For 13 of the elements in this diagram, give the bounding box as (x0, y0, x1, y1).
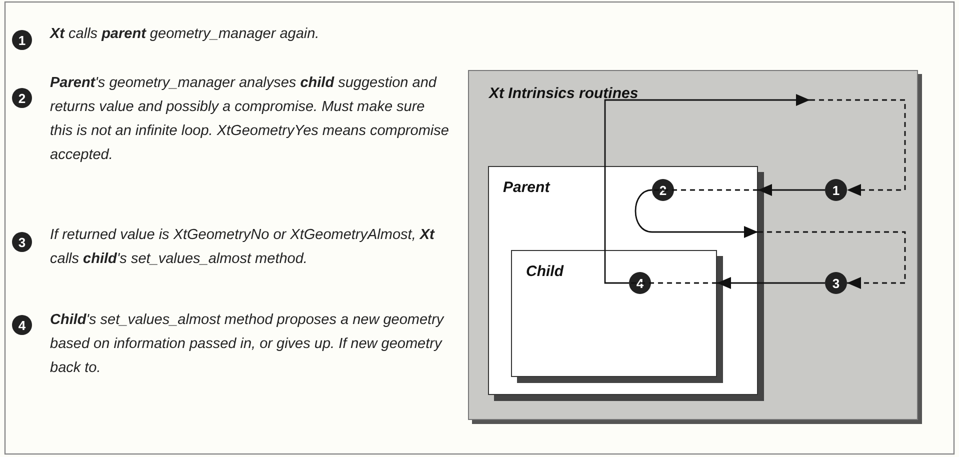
step-number: 3 (12, 232, 32, 252)
box-title: Parent (503, 179, 550, 196)
step-description: Child's set_values_almost method proposes a new geometry based on information passed in, or gives up. If new geometry back to. (50, 311, 446, 378)
box-title: Xt Intrinsics routines (489, 85, 638, 102)
step-number: 3 (825, 272, 847, 294)
step-number: 2 (12, 88, 32, 108)
step-description: Parent's geometry_manager analyses child suggestion and returns value and possibly a compromise. Must make sure this is not an infinite loop. XtGeometryYes means compromise accepted. (50, 74, 450, 165)
step-number: 1 (825, 179, 847, 201)
step-number: 1 (12, 30, 32, 50)
step-number: 4 (12, 315, 32, 335)
box-title: Child (526, 263, 564, 280)
step-description: Xt calls parent geometry_manager again. (50, 25, 320, 44)
step-description: If returned value is XtGeometryNo or XtGeometryAlmost, Xt calls child's set_values_almost method. (50, 226, 436, 269)
